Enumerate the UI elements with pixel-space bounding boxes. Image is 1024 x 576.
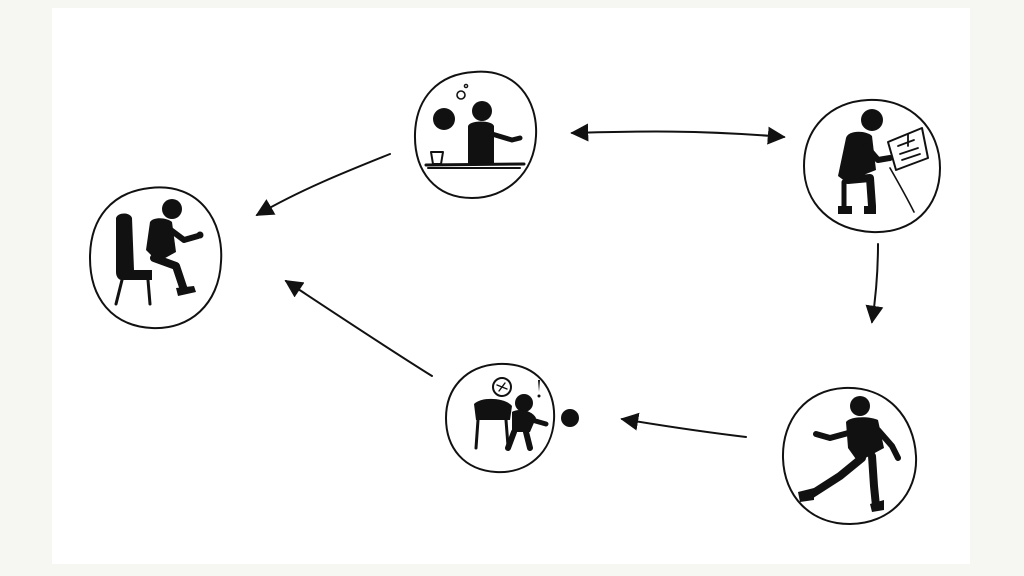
two-people-surprised-icon	[474, 377, 549, 451]
node-outline	[445, 362, 556, 474]
person-seated-chair-icon	[114, 199, 204, 306]
arrow-desk-writing-bidirectional	[570, 123, 786, 145]
ball-icon	[561, 409, 579, 427]
node-running	[781, 386, 918, 525]
node-desk-thinking	[413, 70, 538, 199]
node-seated-reaching	[89, 186, 223, 330]
arrow-pair-to-seated	[284, 280, 433, 377]
node-writing	[803, 98, 941, 234]
arrow-desk-to-seated	[255, 153, 391, 216]
node-outline	[89, 186, 223, 330]
person-running-icon	[798, 396, 901, 512]
node-outline	[803, 98, 941, 234]
node-outline	[781, 386, 918, 525]
person-writing-paper-icon	[838, 109, 929, 214]
arrow-running-to-pair	[620, 412, 747, 438]
node-surprised-pair	[445, 362, 579, 474]
node-outline	[413, 70, 538, 199]
arrow-writing-to-running	[865, 243, 884, 324]
person-at-desk-thought-icon	[424, 83, 526, 169]
